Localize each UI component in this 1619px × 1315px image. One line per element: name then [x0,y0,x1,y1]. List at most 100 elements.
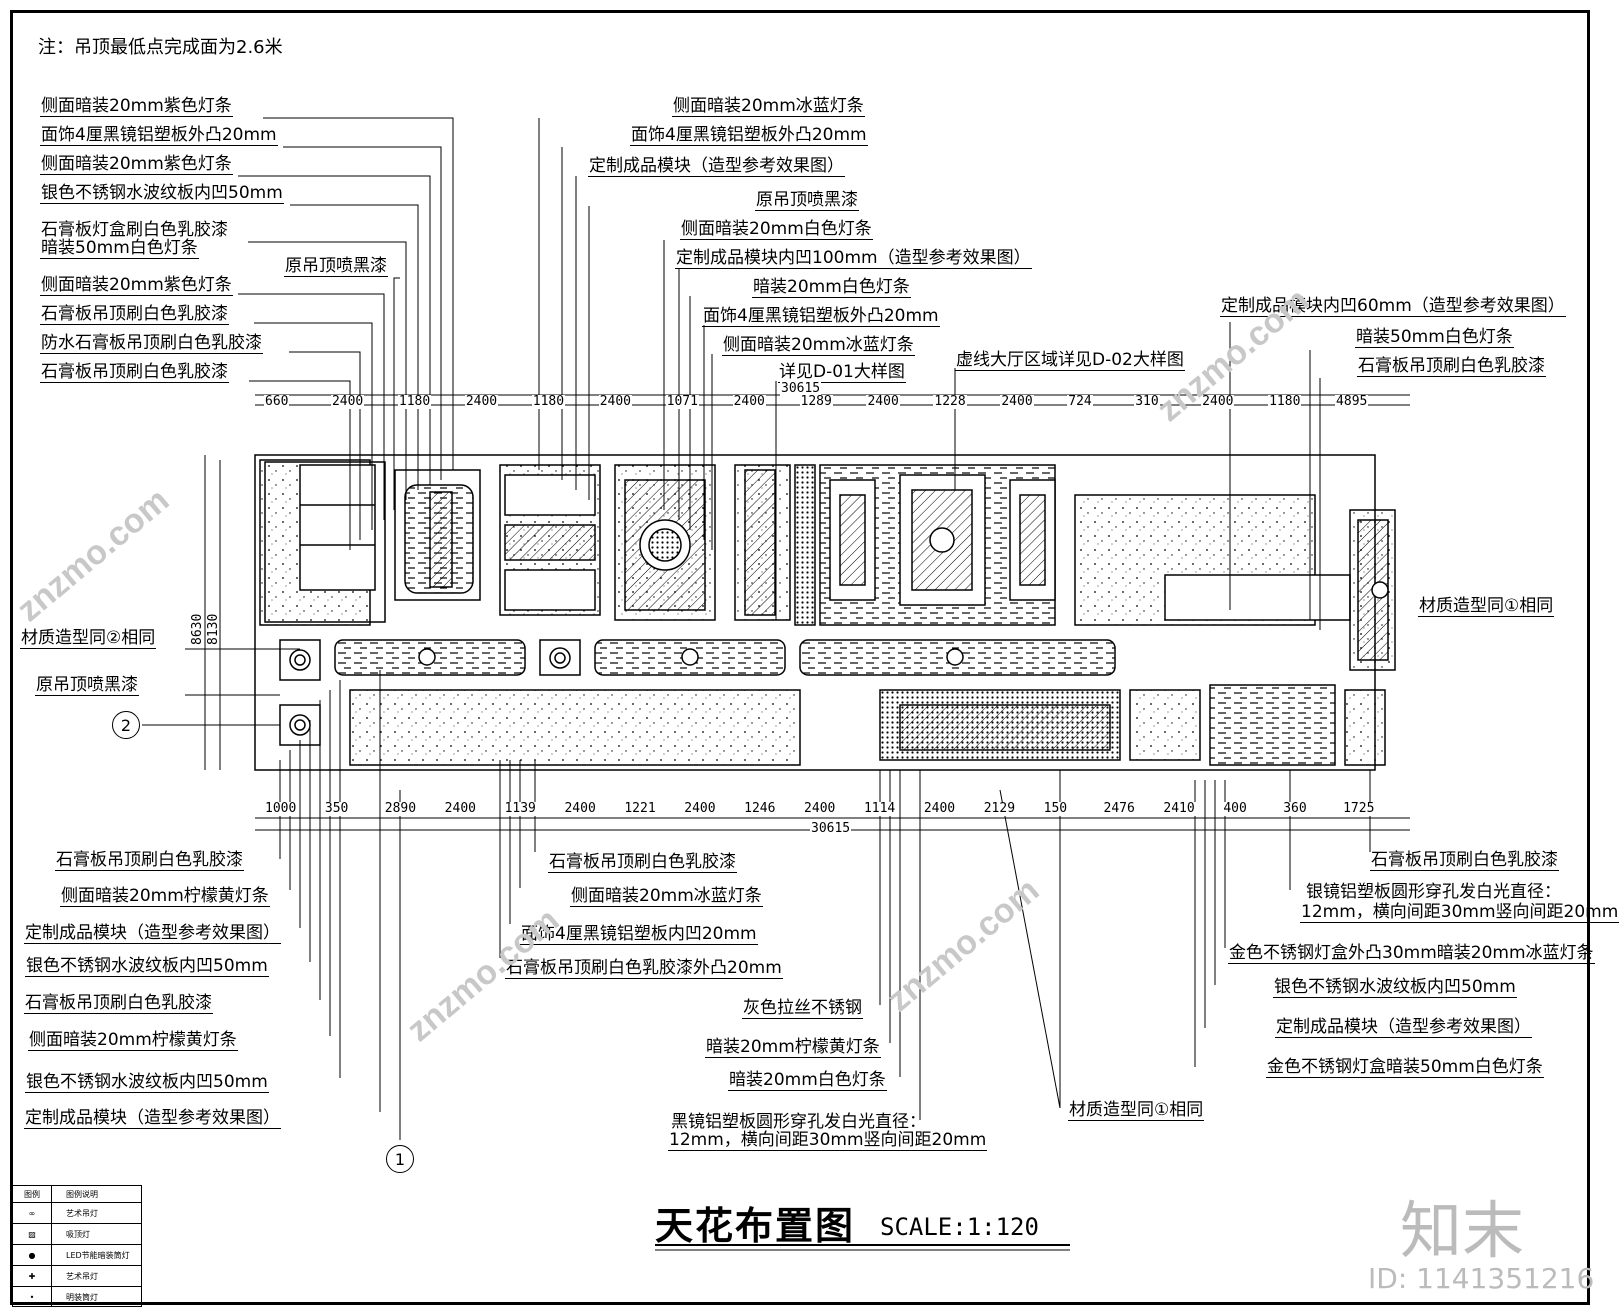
dimension-value: 350 [323,801,350,816]
dimension-value: 2400 [464,394,499,409]
legend-item: 吸顶灯 [66,1229,90,1239]
label: 石膏板吊顶刷白色乳胶漆 [548,852,737,873]
label: 侧面暗装20mm冰蓝灯条 [672,96,865,117]
label: 石膏板吊顶刷白色乳胶漆 [1357,356,1546,377]
dimension-value: 2410 [1162,801,1196,816]
dimension-value: 150 [1042,801,1069,816]
label: 防水石膏板吊顶刷白色乳胶漆 [40,333,263,354]
dimension-value: 2400 [803,801,837,816]
dim-left-1: 8630 [190,613,205,645]
label: 侧面暗装20mm柠檬黄灯条 [60,886,270,907]
dimension-value: 2400 [330,394,365,409]
label: 石膏板吊顶刷白色乳胶漆 [55,850,244,871]
legend-item: 艺术吊灯 [66,1271,98,1281]
dimension-value: 2400 [443,801,477,816]
dimension-value: 4895 [1335,394,1369,409]
label: 侧面暗装20mm紫色灯条 [40,96,233,117]
label: 银色不锈钢水波纹板内凹50mm [25,956,269,977]
ceiling-light-icon: ▨ [13,1224,52,1244]
label: 原吊顶喷黑漆 [755,190,859,211]
dimension-value: 2890 [383,801,418,816]
downlight-icon: ● [13,1245,52,1265]
pendant-icon: ✚ [13,1266,52,1286]
dimension-value: 2476 [1102,801,1136,816]
surface-light-icon: • [13,1287,52,1307]
label: 暗装20mm白色灯条 [728,1070,887,1091]
dimension-value: 360 [1282,801,1308,816]
dimension-value: 1180 [531,394,566,409]
drawing-frame [10,10,1590,1305]
label: 石膏板吊顶刷白色乳胶漆 [40,304,229,325]
drawing-scale: SCALE:1:120 [880,1213,1039,1241]
label: 灰色拉丝不锈钢 [742,998,863,1019]
label: 银色不锈钢水波纹板内凹50mm [40,183,284,204]
label: 石膏板吊顶刷白色乳胶漆 [40,362,229,383]
light-fixtures [289,581,1389,736]
label: 材质造型同①相同 [1068,1100,1205,1121]
dimension-value: 1725 [1342,801,1376,816]
label: 定制成品模块（造型参考效果图） [588,156,845,177]
dimension-value: 1180 [1268,394,1302,409]
dimension-value: 1221 [623,801,657,816]
dimension-value: 1000 [264,801,298,816]
label: 12mm，横向间距30mm竖向间距20mm [668,1130,988,1151]
label-right-ref1: 材质造型同①相同 [1418,596,1555,617]
dimension-value: 400 [1222,801,1248,816]
label: 暗装50mm白色灯条 [1355,327,1514,348]
label: 侧面暗装20mm紫色灯条 [40,154,233,175]
label: 石膏板吊顶刷白色乳胶漆外凸20mm [505,958,783,979]
legend-header-desc: 图例说明 [66,1189,98,1199]
label: 定制成品模块内凹100mm（造型参考效果图） [675,248,1032,269]
label: 原吊顶喷黑漆 [284,256,388,277]
label: 面饰4厘黑镜铝塑板内凹20mm [520,924,758,945]
drawing-title: 天花布置图 [655,1203,856,1248]
label: 侧面暗装20mm柠檬黄灯条 [28,1030,238,1051]
dimension-value: 1114 [862,801,897,816]
callout-1: 1 [386,1145,414,1173]
brand-logo: 知末 [1400,1194,1525,1267]
label: 面饰4厘黑镜铝塑板外凸20mm [630,125,868,146]
label: 金色不锈钢灯盒外凸30mm暗装20mm冰蓝灯条 [1228,943,1595,964]
dimension-value: 1071 [665,394,699,409]
label: 定制成品模块（造型参考效果图） [1275,1017,1532,1038]
dimension-value: 2400 [1201,394,1235,409]
label: 面饰4厘黑镜铝塑板外凸20mm [702,306,940,327]
label: 石膏板灯盒刷白色乳胶漆 [41,220,228,240]
label: 面饰4厘黑镜铝塑板外凸20mm [40,125,278,146]
dimension-value: 1228 [933,394,967,409]
legend-header-symbol: 图例 [13,1186,52,1202]
legend-item: 艺术吊灯 [66,1208,98,1218]
art-chandelier-icon: ∞ [13,1203,52,1223]
label: 暗装50mm白色灯条 [40,238,199,259]
label: 侧面暗装20mm冰蓝灯条 [722,335,915,356]
label: 暗装20mm白色灯条 [752,277,911,298]
label: 黑镜铝塑板圆形穿孔发白光直径： [671,1112,926,1132]
label: 12mm，横向间距30mm竖向间距20mm [1300,902,1619,923]
legend: 图例 图例说明 ∞ 艺术吊灯 ▨ 吸顶灯 ● LED节能暗装筒灯 ✚ 艺术吊灯 • 明装筒灯 [12,1185,142,1307]
label: 定制成品模块内凹60mm（造型参考效果图） [1220,296,1566,317]
outline [254,454,1396,771]
label: 侧面暗装20mm白色灯条 [680,219,873,240]
dimension-value: 1180 [397,394,432,409]
dimension-value: 2400 [732,394,766,409]
legend-item: 明装筒灯 [66,1292,98,1302]
dimension-value: 2400 [866,394,900,409]
label: 石膏板吊顶刷白色乳胶漆 [24,993,213,1014]
dimension-value: 310 [1134,394,1160,409]
dimension-value: 2400 [922,801,957,816]
dimension-value: 2400 [598,394,633,409]
dimension-value: 1139 [503,801,537,816]
dimension-value: 1289 [799,394,833,409]
dim-left-2: 8130 [206,613,221,645]
dimension-value: 1246 [743,801,777,816]
label: 银镜铝塑板圆形穿孔发白光直径： [1306,882,1561,902]
label-left-black: 原吊顶喷黑漆 [35,675,139,696]
label: 石膏板吊顶刷白色乳胶漆 [1370,850,1559,871]
label: 详见D-01大样图 [778,362,906,383]
brand-id: ID: 1141351216 [1368,1262,1595,1295]
dim-bottom-total: 30615 [810,821,852,836]
legend-item: LED节能暗装筒灯 [66,1250,130,1260]
dimension-value: 2400 [683,801,717,816]
